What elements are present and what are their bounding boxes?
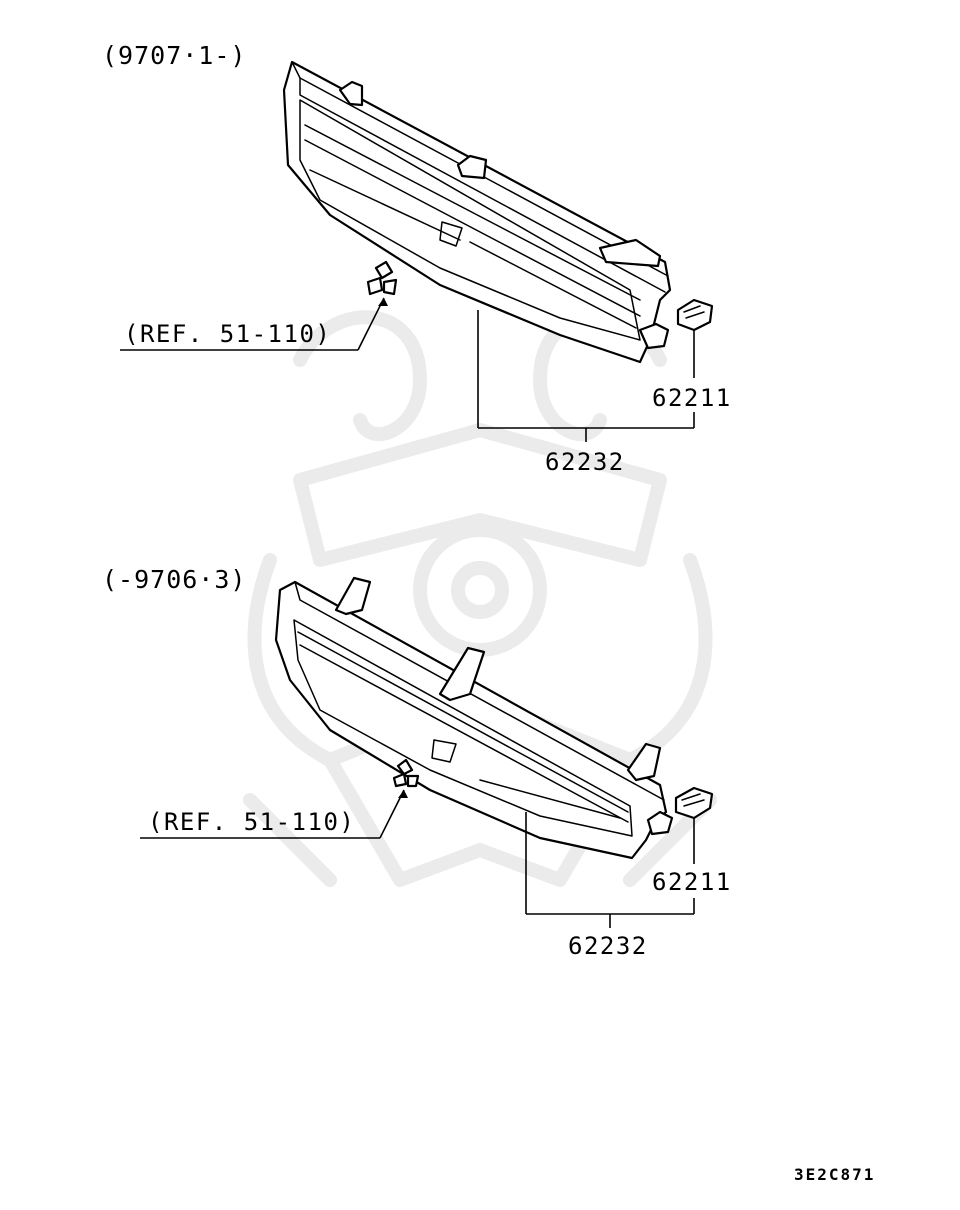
lower-date-range: (-9706·3) — [102, 565, 246, 594]
lower-clip-icon — [674, 786, 714, 820]
upper-date-range: (9707·1-) — [102, 41, 246, 70]
diagram-code: 3E2C871 — [794, 1165, 875, 1184]
lower-emblem-icon — [392, 758, 420, 788]
upper-ref-label[interactable]: (REF. 51-110) — [124, 320, 331, 348]
upper-clip-icon — [676, 298, 714, 332]
lower-grille-drawing — [274, 576, 674, 860]
lower-clip-part-number[interactable]: 62211 — [652, 868, 732, 896]
upper-leaders — [120, 297, 695, 442]
lower-leaders — [140, 789, 695, 928]
upper-grille-part-number[interactable]: 62232 — [545, 448, 625, 476]
upper-clip-part-number[interactable]: 62211 — [652, 384, 732, 412]
upper-emblem-icon — [366, 260, 398, 296]
lower-ref-label[interactable]: (REF. 51-110) — [148, 808, 355, 836]
upper-grille-drawing — [282, 60, 672, 364]
lower-grille-part-number[interactable]: 62232 — [568, 932, 648, 960]
